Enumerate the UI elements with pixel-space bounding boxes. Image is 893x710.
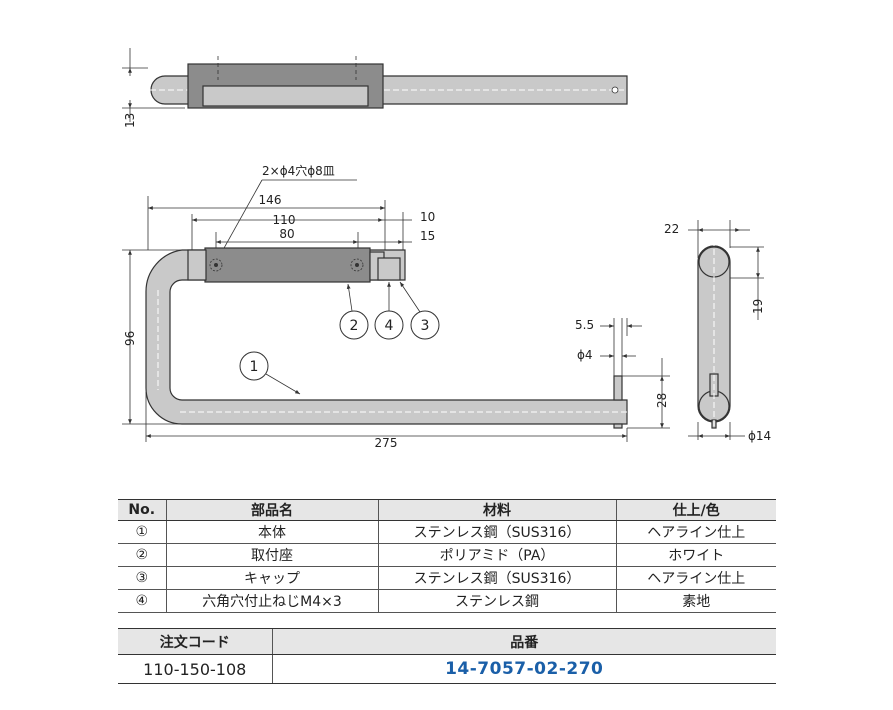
order-table: 注文コード 品番 110-150-108 14-7057-02-270 xyxy=(118,628,776,684)
technical-drawing: 13 2×ϕ4穴ϕ8皿 146 110 10 80 xyxy=(122,48,771,450)
header-no: No. xyxy=(118,499,166,521)
cell-no: ② xyxy=(118,543,166,567)
svg-text:3: 3 xyxy=(421,318,430,334)
dim-length: 275 xyxy=(375,436,398,450)
svg-text:1: 1 xyxy=(250,359,259,375)
cap-part-3 xyxy=(377,257,401,281)
cell-no: ① xyxy=(118,520,166,544)
dim-end-height: 19 xyxy=(751,299,765,314)
svg-text:4: 4 xyxy=(385,318,394,334)
svg-text:2: 2 xyxy=(350,318,359,334)
cell-finish: ヘアライン仕上 xyxy=(615,520,776,544)
table-row: ③ キャップ ステンレス鋼（SUS316） ヘアライン仕上 xyxy=(118,566,776,590)
cell-finish: ホワイト xyxy=(615,543,776,567)
cell-finish: 素地 xyxy=(615,589,776,613)
dim-hole-pitch: 80 xyxy=(279,227,294,241)
cell-no: ③ xyxy=(118,566,166,590)
table-row: ② 取付座 ポリアミド（PA） ホワイト xyxy=(118,543,776,567)
front-view: 2×ϕ4穴ϕ8皿 146 110 10 80 15 xyxy=(122,163,670,450)
dim-offset-10: 10 xyxy=(420,210,435,224)
header-material: 材料 xyxy=(377,499,616,521)
dim-pin-offset: 5.5 xyxy=(575,318,594,332)
cell-part-name: キャップ xyxy=(165,566,378,590)
part-number-value: 14-7057-02-270 xyxy=(271,654,776,684)
header-part-name: 部品名 xyxy=(165,499,378,521)
cell-material: ポリアミド（PA） xyxy=(377,543,616,567)
cell-material: ステンレス鋼（SUS316） xyxy=(377,520,616,544)
cell-material: ステンレス鋼 xyxy=(377,589,616,613)
header-order-code: 注文コード xyxy=(118,628,272,655)
cell-material: ステンレス鋼（SUS316） xyxy=(377,566,616,590)
dim-pin-dia: ϕ4 xyxy=(577,348,593,362)
end-view: 22 19 ϕ14 xyxy=(664,220,771,443)
table-row: ① 本体 ステンレス鋼（SUS316） ヘアライン仕上 xyxy=(118,520,776,544)
dim-side-thickness: 13 xyxy=(123,113,137,128)
top-view: 13 xyxy=(122,48,628,128)
dim-overall-mount: 146 xyxy=(259,193,282,207)
dim-pin-height: 28 xyxy=(655,393,669,408)
cell-part-name: 取付座 xyxy=(165,543,378,567)
mount-part-2 xyxy=(204,247,371,283)
header-finish: 仕上/色 xyxy=(615,499,776,521)
order-code-value: 110-150-108 xyxy=(118,654,272,684)
dim-offset-15: 15 xyxy=(420,229,435,243)
cell-part-name: 六角穴付止ねじM4×3 xyxy=(165,589,378,613)
callout-part-4: 4 xyxy=(374,282,404,340)
callout-part-2: 2 xyxy=(339,283,369,340)
cell-finish: ヘアライン仕上 xyxy=(615,566,776,590)
dim-height: 96 xyxy=(123,331,137,346)
parts-table: No. 部品名 材料 仕上/色 ① 本体 ステンレス鋼（SUS316） ヘアライ… xyxy=(118,499,776,613)
callout-part-3: 3 xyxy=(399,281,440,340)
callout-part-1: 1 xyxy=(239,351,301,395)
cell-no: ④ xyxy=(118,589,166,613)
table-row: ④ 六角穴付止ねじM4×3 ステンレス鋼 素地 xyxy=(118,589,776,613)
dim-hole-note: 2×ϕ4穴ϕ8皿 xyxy=(262,163,335,178)
cell-part-name: 本体 xyxy=(165,520,378,544)
order-table-header: 注文コード 品番 xyxy=(118,628,776,655)
header-part-number: 品番 xyxy=(271,628,776,655)
dim-rod-dia: ϕ14 xyxy=(748,429,771,443)
dim-mount-length: 110 xyxy=(273,213,296,227)
dim-end-width: 22 xyxy=(664,222,679,236)
parts-table-header: No. 部品名 材料 仕上/色 xyxy=(118,499,776,521)
table-row: 110-150-108 14-7057-02-270 xyxy=(118,654,776,684)
